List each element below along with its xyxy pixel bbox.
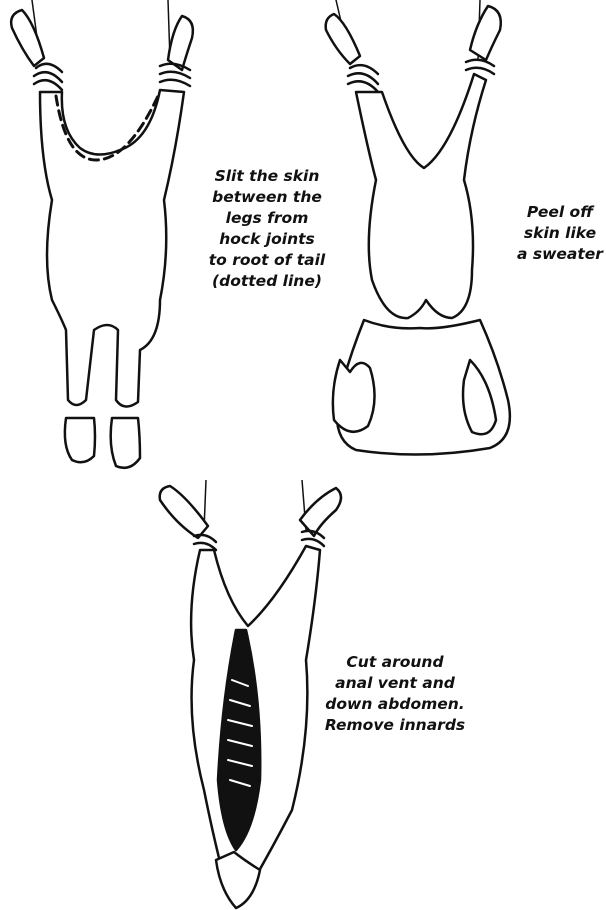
caption-line: to root of tail bbox=[204, 250, 330, 271]
front-paw-right bbox=[111, 418, 140, 468]
caption-line: Slit the skin bbox=[204, 166, 330, 187]
step2-caption: Peel off skin like a sweater bbox=[516, 202, 604, 265]
tie-left bbox=[348, 65, 378, 92]
tie-right bbox=[466, 60, 494, 74]
step2-illustration bbox=[320, 0, 520, 470]
hind-foot-left bbox=[11, 10, 44, 66]
caption-line: anal vent and bbox=[320, 673, 470, 694]
tie-right bbox=[160, 64, 190, 86]
caption-line: between the bbox=[204, 187, 330, 208]
caption-line: Remove innards bbox=[320, 715, 470, 736]
rabbit-body bbox=[40, 90, 184, 407]
step3-caption: Cut around anal vent and down abdomen. R… bbox=[320, 652, 470, 736]
caption-line: (dotted line) bbox=[204, 271, 330, 292]
caption-line: hock joints bbox=[204, 229, 330, 250]
hind-foot-right bbox=[300, 488, 341, 536]
tie-left bbox=[34, 64, 62, 90]
caption-line: down abdomen. bbox=[320, 694, 470, 715]
front-paw-left bbox=[65, 418, 95, 462]
caption-line: legs from bbox=[204, 208, 330, 229]
caption-line: Cut around bbox=[320, 652, 470, 673]
step1-illustration bbox=[0, 0, 200, 480]
skinned-carcass bbox=[356, 74, 486, 318]
caption-line: Peel off bbox=[516, 202, 604, 223]
step1-caption: Slit the skin between the legs from hock… bbox=[204, 166, 330, 292]
hand-left bbox=[333, 360, 375, 432]
hind-foot-right bbox=[168, 16, 193, 70]
caption-line: skin like bbox=[516, 223, 604, 244]
hind-foot-left bbox=[160, 486, 208, 538]
hind-foot-left bbox=[326, 14, 360, 64]
caption-line: a sweater bbox=[516, 244, 604, 265]
hind-foot-right bbox=[470, 6, 501, 60]
